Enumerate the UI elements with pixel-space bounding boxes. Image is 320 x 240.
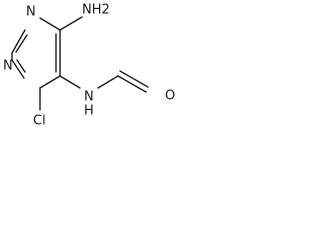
- atom-label-n1: N: [3, 59, 13, 74]
- bond-c4-nh2: [59, 16, 83, 31]
- bond-c5-c6: [39, 75, 61, 89]
- bond-double-cho-o: [119, 70, 149, 88]
- bond-double-c2-n3: [15, 34, 28, 53]
- atom-label-n3: N: [26, 5, 36, 20]
- atom-label-amino: NH2: [82, 3, 110, 18]
- bond-n3-c4: [39, 17, 61, 31]
- bond-c2-n3: [11, 29, 26, 54]
- atom-label-amide-nitrogen: N: [84, 90, 94, 105]
- bond-c5-n: [59, 75, 81, 89]
- bond-n-cho: [97, 75, 119, 89]
- molecule-structure: N N NH2 Cl N H O: [3, 3, 175, 129]
- atom-label-chlorine: Cl: [33, 114, 46, 129]
- bond-double-c6-n1: [16, 59, 26, 73]
- atom-label-amide-hydrogen: H: [84, 104, 94, 119]
- bond-cho-o: [117, 75, 147, 93]
- atom-label-oxygen: O: [165, 89, 175, 104]
- bond-c6-n1: [11, 59, 25, 79]
